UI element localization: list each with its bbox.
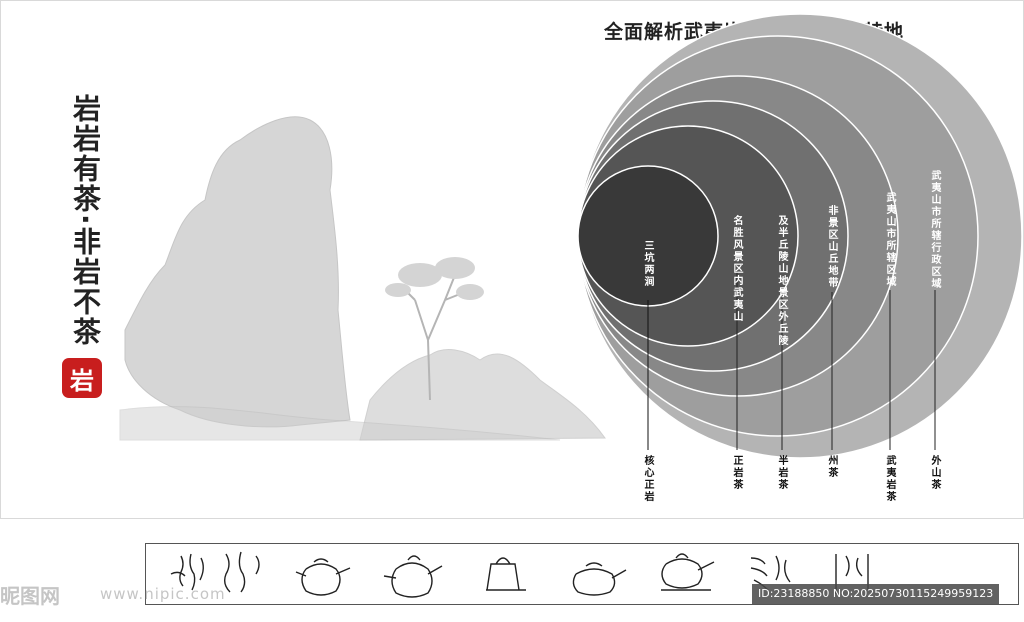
ring-label-6: 武夷山市所辖行政区域 [929,170,940,290]
kettle-icon [486,557,526,591]
ring-label-1: 三坑两涧 [642,240,653,288]
teapot-1-icon [295,558,351,596]
calligraphy-4-icon [835,554,869,594]
ring-label-2: 名胜风景区内武夷山 [731,215,742,323]
teapot-3-icon [572,562,627,596]
ring-label-4: 非景区山丘地带 [826,205,837,289]
ground-shape [119,406,561,441]
calligraphy-1-icon [170,553,204,591]
seal-stamp: 岩 [62,358,102,398]
slogan-text: 岩岩有茶·非岩不茶 [69,94,102,347]
teapot-4-icon [661,553,715,591]
watermark-id: ID:23188850 NO:20250730115249959123 [752,584,1000,604]
hill-shape [359,349,606,441]
category-label-5: 武夷岩茶 [884,455,895,503]
category-label-1: 核心正岩 [642,455,653,503]
ring-label-5: 武夷山市所辖区域 [884,192,895,288]
category-label-6: 外山茶 [929,455,940,491]
teapot-2-icon [383,555,443,598]
calligraphy-2-icon [223,551,260,593]
watermark-site: www.nipic.com [100,585,226,603]
watermark-logo: 昵图网 [0,584,60,608]
category-label-4: 州茶 [826,455,837,479]
tree-shape [399,274,471,401]
ring-label-3: 及半丘陵山地景区外丘陵 [776,215,787,347]
category-label-2: 正岩茶 [731,455,742,491]
illustration-strip [145,543,1019,605]
category-label-3: 半岩茶 [776,455,787,491]
strip-drawings [170,551,869,598]
